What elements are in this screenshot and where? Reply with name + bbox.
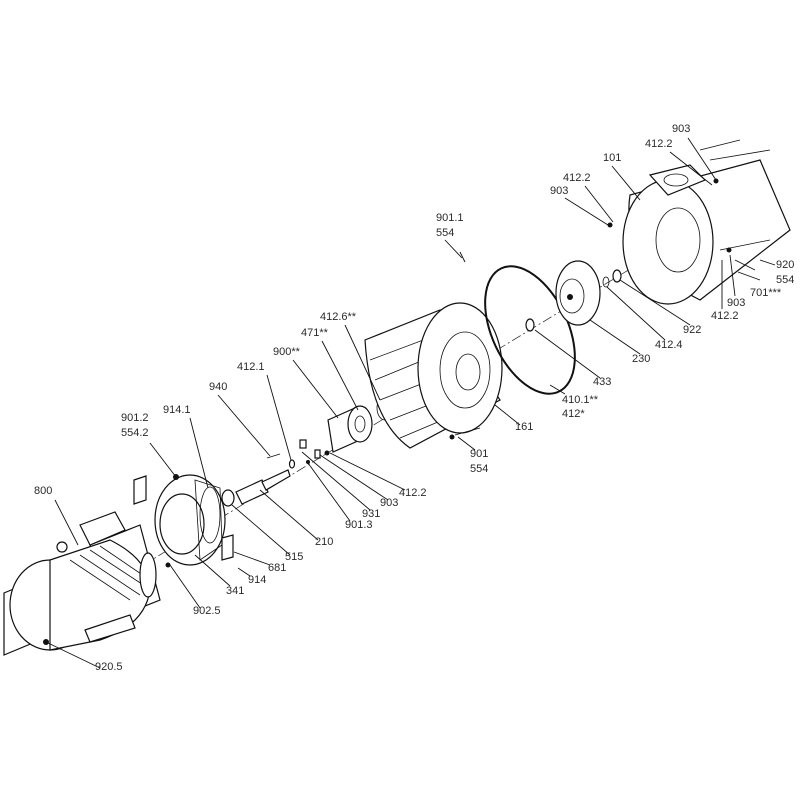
leader-lines [45, 137, 776, 669]
callout-800: 800 [34, 485, 53, 497]
callout-471: 471** [301, 327, 328, 339]
callout-515: 515 [285, 551, 304, 563]
ring-412-4 [602, 276, 610, 288]
callout-903: 903 [380, 497, 399, 509]
lantern-341 [154, 474, 226, 568]
nut-922 [612, 269, 622, 283]
callout-931: 931 [362, 508, 381, 520]
plate [133, 475, 147, 505]
callout-900: 900** [273, 346, 300, 358]
callout-914-1: 914.1 [163, 404, 191, 416]
callout-412-2: 412.2 [399, 487, 427, 499]
callout-210: 210 [315, 536, 334, 548]
callout-554: 554 [436, 227, 455, 239]
callout-901-1: 901.1 [436, 212, 464, 224]
callout-901: 901 [470, 448, 489, 460]
shaft-210 [235, 453, 296, 505]
housing-161 [364, 251, 503, 449]
callout-901-3: 901.3 [345, 519, 373, 531]
callout-901-2: 901.2 [121, 412, 149, 424]
callout-554: 554 [776, 274, 795, 286]
callout-433: 433 [593, 376, 612, 388]
ring-433 [525, 318, 535, 332]
callout-914: 914 [248, 574, 267, 586]
callout-681: 681 [268, 562, 287, 574]
callout-412-2: 412.2 [645, 138, 673, 150]
callout-101: 101 [603, 152, 622, 164]
mechanical-seal [299, 395, 394, 464]
callout-230: 230 [632, 353, 651, 365]
callout-903: 903 [727, 297, 746, 309]
callout-554-2: 554.2 [121, 427, 149, 439]
casing-101 [607, 139, 791, 305]
callout-903: 903 [672, 123, 691, 135]
callout-412-6: 412.6** [320, 311, 357, 323]
callout-902-5: 902.5 [193, 605, 221, 617]
callout-410-1: 410.1** [562, 394, 599, 406]
callout-412-2: 412.2 [711, 310, 739, 322]
callout-412-1: 412.1 [237, 361, 265, 373]
callout-940: 940 [209, 381, 228, 393]
callout-412-2: 412.2 [563, 172, 591, 184]
callout-922: 922 [683, 324, 702, 336]
plate-681 [221, 534, 234, 561]
callout-161: 161 [515, 421, 534, 433]
bearing-515 [221, 489, 235, 507]
callout-701: 701*** [750, 287, 782, 299]
callout-903: 903 [550, 185, 569, 197]
callout-920-5: 920.5 [95, 661, 123, 673]
callout-412-4: 412.4 [655, 339, 683, 351]
callout-554: 554 [470, 463, 489, 475]
callout-412: 412* [562, 408, 585, 420]
callout-341: 341 [226, 585, 245, 597]
motor-800 [3, 511, 161, 656]
callout-920: 920 [776, 259, 795, 271]
impeller-230 [555, 260, 601, 326]
